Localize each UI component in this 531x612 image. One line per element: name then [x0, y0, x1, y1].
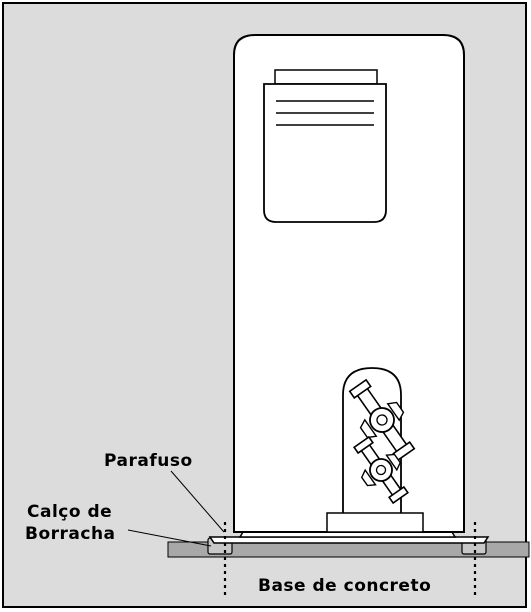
panel-top-plate	[274, 69, 378, 85]
label-calco-line1: Calço de	[27, 502, 113, 522]
valve-mount-base	[326, 512, 424, 533]
unit-base-plate	[208, 536, 490, 544]
label-calco-line2: Borracha	[25, 524, 116, 544]
label-parafuso: Parafuso	[104, 451, 193, 471]
leader-parafuso	[170, 470, 225, 533]
control-panel	[263, 83, 387, 223]
leader-calco	[127, 529, 212, 547]
service-valve-lower	[353, 435, 409, 505]
label-base-concreto: Base de concreto	[258, 576, 432, 596]
